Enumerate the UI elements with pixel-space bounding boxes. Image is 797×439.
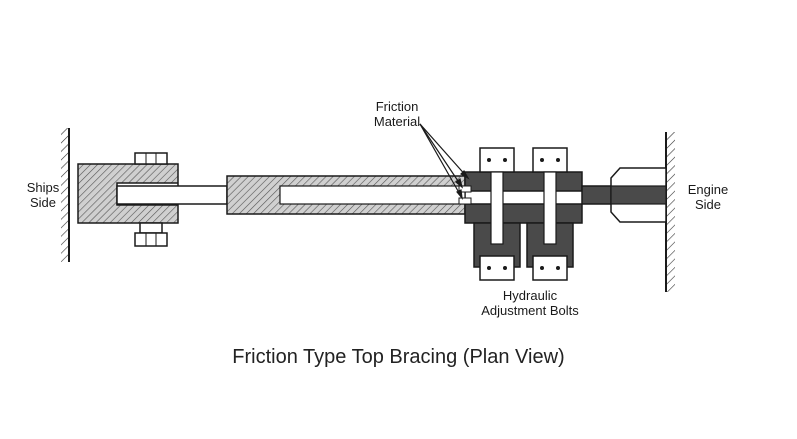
engine-wall: [665, 132, 675, 292]
bracket-bolt-bottom: [134, 222, 168, 247]
friction-material-line-1: Friction: [375, 99, 419, 114]
bracing-sleeve: [226, 175, 466, 215]
ships-side-line-1: Ships: [26, 180, 60, 195]
engine-side-line-1: Engine: [687, 182, 729, 197]
bracket-bolt-top: [134, 152, 168, 165]
diagram-caption: Friction Type Top Bracing (Plan View): [232, 346, 565, 368]
engine-side-line-2: Side: [694, 197, 722, 212]
ship-hull-wall: [61, 128, 70, 262]
friction-pads: [458, 185, 472, 205]
hydraulic-bolts-line-2: Adjustment Bolts: [481, 303, 579, 318]
ships-side-label: Ships Side: [18, 180, 68, 210]
hydraulic-bolt-1: [473, 147, 521, 281]
bracing-rod: [116, 185, 228, 205]
hydraulic-bolts-line-1: Hydraulic: [502, 288, 558, 303]
hydraulic-bolt-2: [526, 147, 574, 281]
hydraulic-bolts-label: Hydraulic Adjustment Bolts: [460, 288, 600, 318]
engine-side-label: Engine Side: [678, 182, 738, 212]
friction-leader-lines: [419, 123, 470, 200]
engine-side-fitting: [610, 167, 667, 223]
friction-material-label: Friction Material: [362, 99, 432, 129]
friction-material-line-2: Material: [373, 114, 421, 129]
ships-side-line-2: Side: [29, 195, 57, 210]
